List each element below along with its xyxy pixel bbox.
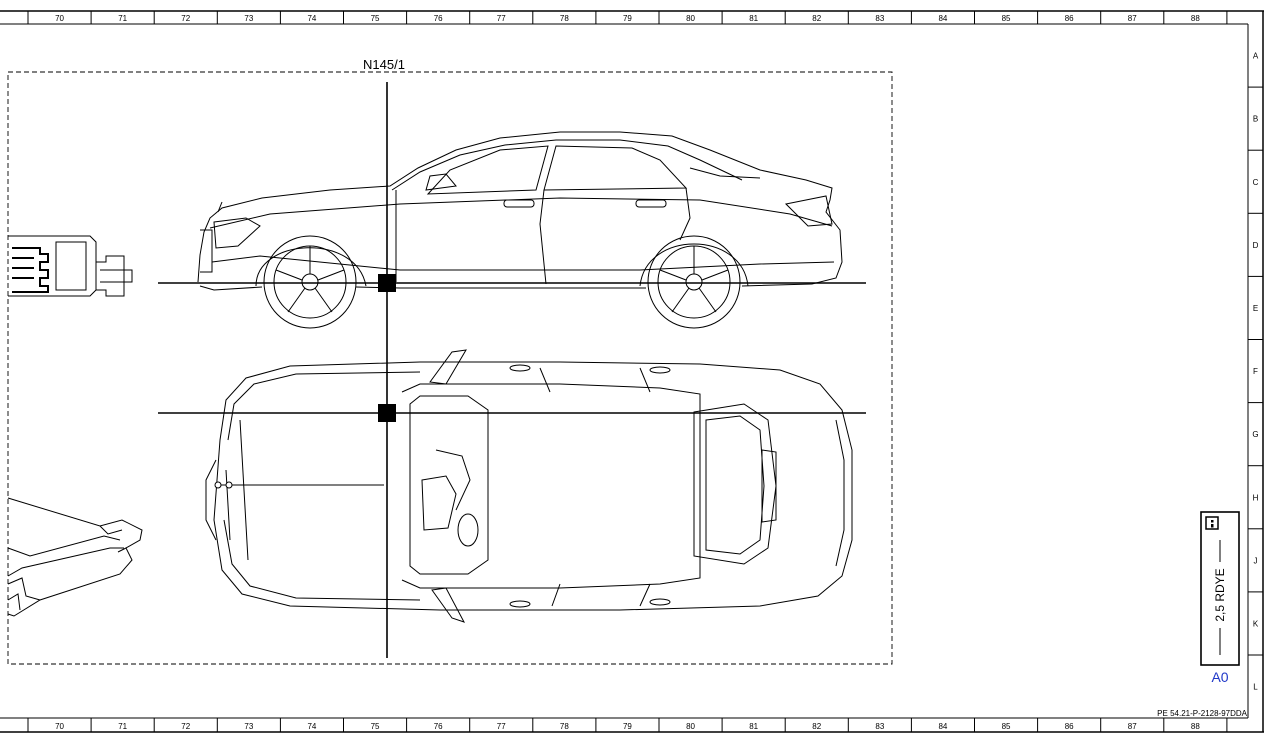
column-bottom-label: 73 [244,722,253,731]
column-bottom-label: 78 [560,722,569,731]
sheet-frame [0,10,1264,733]
row-label: J [1254,556,1258,565]
column-bottom-label: 81 [749,722,758,731]
row-label: L [1253,683,1258,692]
column-top-label: 75 [371,14,380,23]
wire-label: 2,5 RDYE [1213,568,1227,621]
info-icon[interactable] [1205,516,1219,530]
car-top-view-illustration [205,349,853,623]
component-marker-side [378,274,396,292]
row-label: H [1253,493,1259,502]
column-top-label: 70 [55,14,64,23]
column-bottom-label: 77 [497,722,506,731]
component-marker-top [378,404,396,422]
column-top-label: 79 [623,14,632,23]
component-label: N145/1 [363,57,405,72]
row-label: C [1253,178,1259,187]
column-top-label: 81 [749,14,758,23]
column-top-label: 77 [497,14,506,23]
column-top-label: 78 [560,14,569,23]
column-top-label: 85 [1002,14,1011,23]
column-top-label: 80 [686,14,695,23]
column-top-label: 73 [244,14,253,23]
column-bottom-label: 76 [434,722,443,731]
column-bottom-label: 86 [1065,722,1074,731]
column-bottom-label: 75 [371,722,380,731]
column-ruler-top: 70 71 72 73 74 75 76 77 78 79 80 81 82 83 84 85 86 87 88 [27,11,1228,24]
position-crosshair [158,82,866,658]
row-label: A [1253,52,1259,61]
column-bottom-label: 72 [181,722,190,731]
row-label: G [1252,430,1258,439]
column-top-label: 83 [875,14,884,23]
column-bottom-label: 85 [1002,722,1011,731]
column-bottom-label: 80 [686,722,695,731]
column-bottom-label: 79 [623,722,632,731]
column-bottom-label: 88 [1191,722,1200,731]
wire-info-box: 2,5 RDYE [1200,511,1240,666]
row-label: E [1253,304,1258,313]
column-top-label: 82 [812,14,821,23]
row-ruler-right: A B C D E F G H J K L [1248,52,1263,692]
connector-illustration [8,235,133,297]
row-label: K [1253,619,1259,628]
car-side-view-illustration [197,131,843,329]
column-top-label: 87 [1128,14,1137,23]
row-label: B [1253,115,1258,124]
column-bottom-label: 87 [1128,722,1137,731]
column-bottom-label: 82 [812,722,821,731]
column-bottom-label: 84 [938,722,947,731]
column-ruler-bottom: 70 71 72 73 74 75 76 77 78 79 80 81 82 83 84 85 86 87 88 [27,718,1228,732]
component-boundary [7,71,893,665]
column-bottom-label: 71 [118,722,127,731]
column-top-label: 88 [1191,14,1200,23]
module-bracket-illustration [7,497,143,617]
column-top-label: 74 [307,14,316,23]
column-top-label: 86 [1065,14,1074,23]
column-top-label: 84 [938,14,947,23]
column-bottom-label: 83 [875,722,884,731]
row-label: F [1253,367,1258,376]
document-id: PE 54.21-P-2128-97DDA [1157,709,1247,718]
column-top-label: 71 [118,14,127,23]
column-bottom-label: 74 [307,722,316,731]
wire-reference[interactable]: A0 [1211,669,1228,685]
column-bottom-label: 70 [55,722,64,731]
row-label: D [1253,241,1259,250]
column-top-label: 76 [434,14,443,23]
column-top-label: 72 [181,14,190,23]
